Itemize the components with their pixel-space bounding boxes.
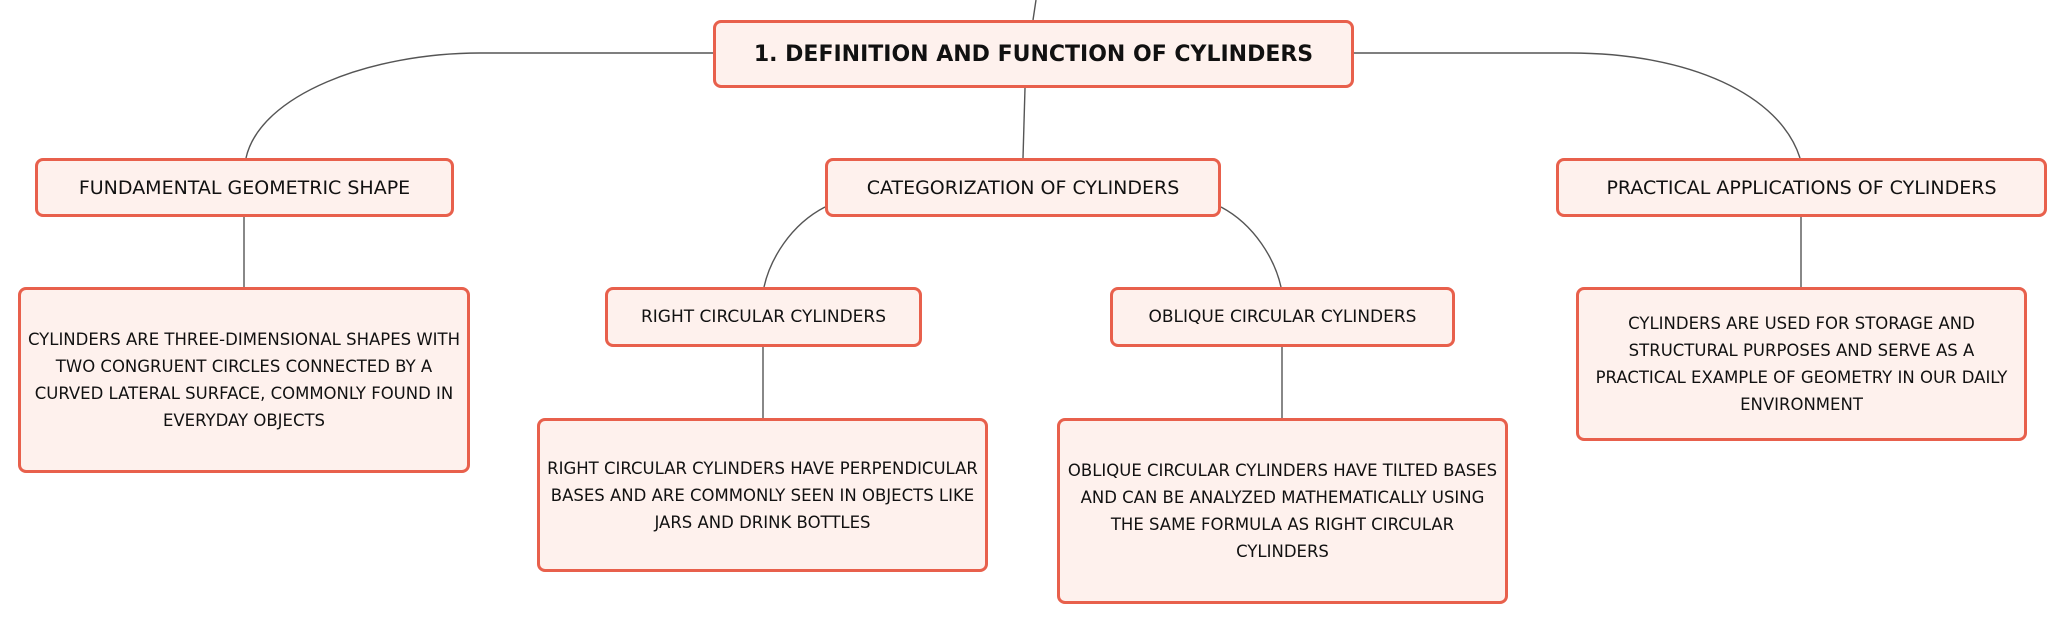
practical-applications-label: PRACTICAL APPLICATIONS OF CYLINDERS	[1606, 176, 1997, 199]
practical-applications-node[interactable]: PRACTICAL APPLICATIONS OF CYLINDERS	[1556, 158, 2047, 217]
right-circular-detail-node[interactable]: RIGHT CIRCULAR CYLINDERS HAVE PERPENDICU…	[537, 418, 988, 572]
right-circular-node[interactable]: RIGHT CIRCULAR CYLINDERS	[605, 287, 922, 347]
right-circular-label: RIGHT CIRCULAR CYLINDERS	[640, 307, 887, 327]
connector-categorization-to-oblique	[1220, 206, 1282, 288]
fundamental-shape-detail-text: CYLINDERS ARE THREE-DIMENSIONAL SHAPES W…	[27, 330, 461, 430]
oblique-circular-node[interactable]: OBLIQUE CIRCULAR CYLINDERS	[1110, 287, 1455, 347]
practical-applications-detail-node[interactable]: CYLINDERS ARE USED FOR STORAGE AND STRUC…	[1576, 287, 2027, 441]
connector-parent-stub	[1032, 0, 1037, 21]
root-node[interactable]: 1. DEFINITION AND FUNCTION OF CYLINDERS	[713, 20, 1354, 88]
connector-root-to-fundamental	[245, 52, 713, 159]
oblique-circular-detail-text: OBLIQUE CIRCULAR CYLINDERS HAVE TILTED B…	[1067, 461, 1498, 561]
root-node-label: 1. DEFINITION AND FUNCTION OF CYLINDERS	[753, 41, 1314, 67]
connector-categorization-to-right	[763, 206, 826, 288]
fundamental-shape-node[interactable]: FUNDAMENTAL GEOMETRIC SHAPE	[35, 158, 454, 217]
practical-applications-detail-text: CYLINDERS ARE USED FOR STORAGE AND STRUC…	[1595, 314, 2008, 414]
categorization-node[interactable]: CATEGORIZATION OF CYLINDERS	[825, 158, 1221, 217]
fundamental-shape-detail-node[interactable]: CYLINDERS ARE THREE-DIMENSIONAL SHAPES W…	[18, 287, 470, 473]
fundamental-shape-label: FUNDAMENTAL GEOMETRIC SHAPE	[78, 176, 411, 199]
connector-root-to-categorization	[1022, 87, 1026, 159]
connector-root-to-practical	[1354, 52, 1801, 159]
oblique-circular-label: OBLIQUE CIRCULAR CYLINDERS	[1148, 307, 1417, 327]
categorization-label: CATEGORIZATION OF CYLINDERS	[866, 176, 1180, 199]
right-circular-detail-text: RIGHT CIRCULAR CYLINDERS HAVE PERPENDICU…	[547, 458, 978, 532]
oblique-circular-detail-node[interactable]: OBLIQUE CIRCULAR CYLINDERS HAVE TILTED B…	[1057, 418, 1508, 604]
